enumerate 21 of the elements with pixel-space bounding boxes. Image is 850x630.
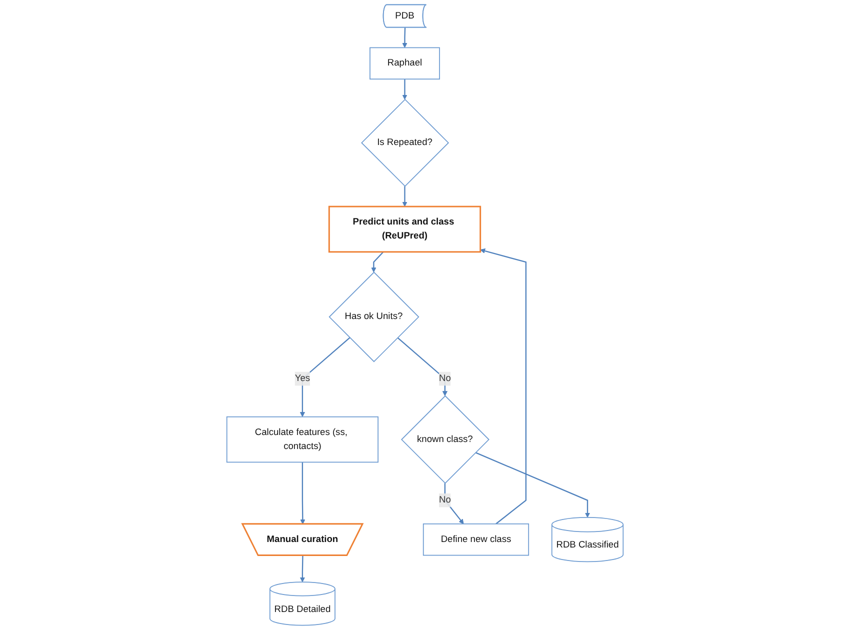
arrow	[402, 28, 408, 48]
node-diamond: Has ok Units?	[328, 272, 420, 362]
edge-label: No	[438, 495, 451, 505]
node-diamond: Is Repeated?	[361, 98, 450, 187]
arrow	[300, 462, 306, 524]
node-box: Raphael	[370, 47, 440, 80]
node-box: Calculate features (ss, contacts)	[226, 416, 378, 463]
node-diamond: known class?	[400, 395, 490, 484]
edge-label: No	[438, 373, 451, 384]
edge-label: Yes	[294, 373, 310, 384]
arrow	[300, 337, 350, 418]
arrow	[444, 483, 464, 524]
arrow	[475, 452, 590, 518]
arrow	[371, 252, 384, 272]
arrow	[397, 337, 448, 396]
arrow	[402, 79, 408, 100]
arrow	[300, 556, 305, 582]
node-box: Define new class	[422, 523, 530, 556]
arrow	[402, 186, 408, 207]
node-box: Predict units and class (ReUPred)	[328, 206, 482, 253]
arrow	[480, 248, 527, 524]
